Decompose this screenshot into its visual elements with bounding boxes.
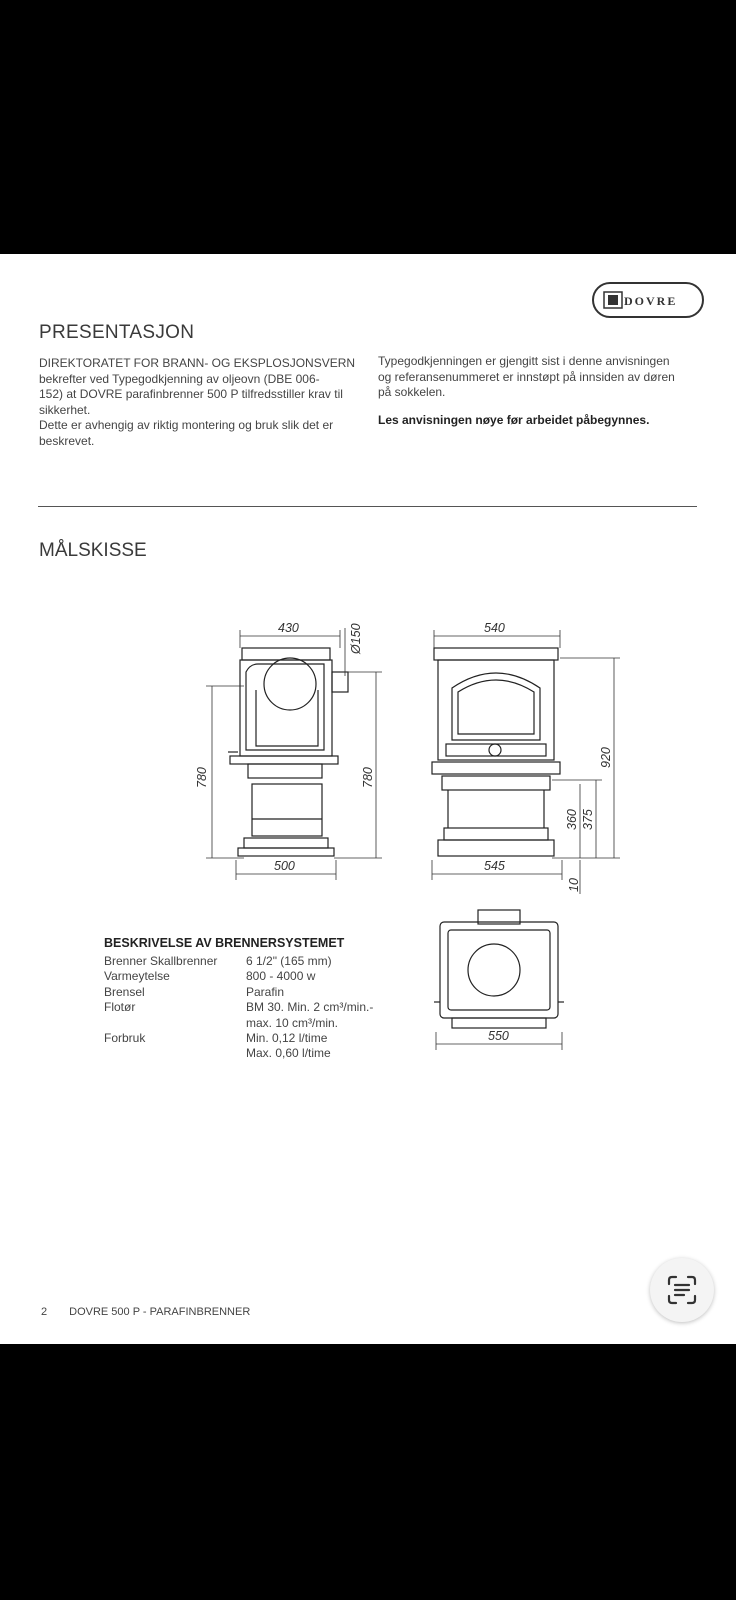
page-number: 2 (41, 1306, 48, 1318)
spec-value: max. 10 cm³/min. (246, 1015, 339, 1030)
footer-title: DOVRE 500 P - PARAFINBRENNER (69, 1306, 251, 1318)
dim-front-height: 920 (599, 747, 613, 768)
spec-value: BM 30. Min. 2 cm³/min.- (246, 1000, 374, 1015)
spec-value: Min. 0,12 l/time (246, 1031, 328, 1046)
section-title-presentasjon: PRESENTASJON (39, 322, 195, 343)
text-line: bekrefter ved Typegodkjenning av oljeovn… (39, 371, 320, 386)
text-line: Dette er avhengig av riktig montering og… (39, 418, 334, 433)
presentasjon-left-text: DIREKTORATET FOR BRANN- OG EKSPLOSJONSVE… (39, 356, 357, 450)
text-line: beskrevet. (39, 433, 95, 448)
spec-key: Flotør (104, 1000, 136, 1015)
spec-row: Brenner Skallbrenner 6 1/2" (165 mm) (104, 954, 416, 969)
spec-value: 800 - 4000 w (246, 969, 316, 984)
document-page: DOVRE PRESENTASJON DIREKTORATET FOR BRAN… (0, 254, 736, 1344)
text-line: Typegodkjenningen er gjengitt sist i den… (378, 354, 670, 368)
stove-front-view (431, 647, 561, 857)
spec-value: Parafin (246, 984, 285, 999)
text-line: DIREKTORATET FOR BRANN- OG EKSPLOSJONSVE… (39, 356, 356, 370)
section-title-malskisse: MÅLSKISSE (39, 540, 147, 561)
instruction-bold: Les anvisningen nøye før arbeidet påbegy… (378, 412, 650, 427)
spec-row: Varmeytelse 800 - 4000 w (104, 969, 416, 984)
dimension-drawing: 430 Ø150 780 780 500 540 920 375 360 545… (195, 621, 620, 1050)
spec-key: Forbruk (104, 1031, 146, 1046)
dim-side-width: 430 (278, 621, 299, 635)
spec-value: 6 1/2" (165 mm) (246, 954, 332, 968)
spec-row: Brensel Parafin (104, 985, 416, 1000)
scan-text-button[interactable] (650, 1258, 714, 1322)
dim-side-height-right: 780 (361, 767, 375, 788)
spec-key: Brensel (104, 984, 145, 999)
dimension-labels: 430 Ø150 780 780 500 540 920 375 360 545… (195, 621, 613, 1043)
presentasjon-right-text: Typegodkjenningen er gjengitt sist i den… (378, 354, 680, 428)
dim-base-height: 10 (567, 878, 581, 892)
dim-flue: Ø150 (349, 623, 363, 655)
dim-side-height-left: 780 (195, 767, 209, 788)
dim-top-width: 550 (488, 1029, 509, 1043)
spec-row: Forbruk Min. 0,12 l/time (104, 1031, 416, 1046)
spec-value: Max. 0,60 l/time (246, 1046, 331, 1061)
spec-row: max. 10 cm³/min. (104, 1016, 416, 1031)
spec-key: Varmeytelse (104, 969, 170, 984)
spec-row: Flotør BM 30. Min. 2 cm³/min.- (104, 1000, 416, 1015)
spec-title: BESKRIVELSE AV BRENNERSYSTEMET (104, 936, 345, 950)
spec-key: Brenner Skallbrenner (104, 954, 218, 968)
logo-text: DOVRE (624, 294, 677, 308)
stove-top-view (434, 909, 564, 1029)
dim-side-depth: 500 (274, 859, 295, 873)
spec-row: Max. 0,60 l/time (104, 1046, 416, 1061)
dimension-lines (206, 628, 620, 1050)
scan-text-icon (667, 1275, 697, 1305)
spec-key (104, 1016, 246, 1031)
stove-side-view (228, 647, 349, 857)
spec-table: Brenner Skallbrenner 6 1/2" (165 mm) Varm… (104, 954, 416, 1062)
text-line: sikkerhet. (39, 402, 91, 417)
dim-front-width: 540 (484, 621, 505, 635)
dim-375: 375 (581, 809, 595, 830)
section-divider (38, 506, 697, 507)
text-line: på sokkelen. (378, 385, 446, 400)
text-line: og referansenummeret er innstøpt på inns… (378, 369, 675, 384)
page-footer: 2 DOVRE 500 P - PARAFINBRENNER (41, 1306, 250, 1318)
spec-key (104, 1046, 246, 1061)
dim-360: 360 (565, 809, 579, 830)
text-line: 152) at DOVRE parafinbrenner 500 P tilfr… (39, 387, 343, 402)
dovre-logo: DOVRE (592, 282, 704, 318)
dim-base-width: 545 (484, 859, 505, 873)
